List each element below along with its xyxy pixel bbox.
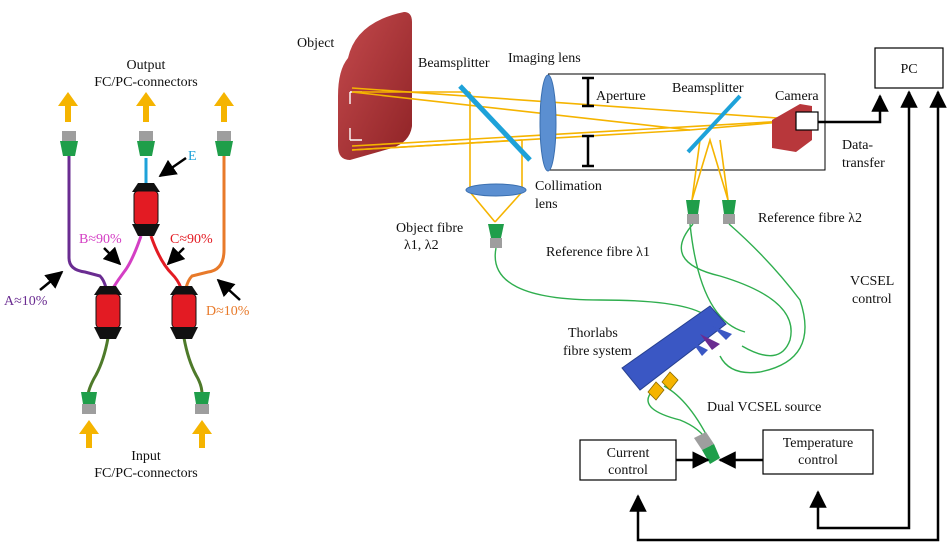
output-arrow-right bbox=[214, 92, 234, 122]
object-surface bbox=[338, 12, 412, 160]
input-subtitle: FC/PC-connectors bbox=[94, 466, 197, 481]
coupler-right bbox=[170, 286, 198, 339]
aperture bbox=[582, 76, 594, 168]
reference-fibre-1-label: Reference fibre λ1 bbox=[546, 245, 650, 260]
camera-label: Camera bbox=[775, 89, 819, 104]
output-title: Output bbox=[127, 58, 166, 73]
thorlabs-label-2: fibre system bbox=[563, 344, 632, 359]
object-fibre-label-2: λ1, λ2 bbox=[404, 238, 439, 253]
current-control-box bbox=[579, 439, 677, 481]
pc-box bbox=[874, 47, 944, 89]
output-connector-middle bbox=[137, 131, 155, 156]
beamsplitter-left-label: Beamsplitter bbox=[418, 56, 490, 71]
thorlabs-fibre-system bbox=[621, 305, 727, 391]
imaging-lens-label: Imaging lens bbox=[508, 51, 581, 66]
arrow-d bbox=[216, 278, 241, 301]
beamsplitter-right-label: Beamsplitter bbox=[672, 81, 744, 96]
vcsel-control-label-2: control bbox=[852, 292, 892, 307]
input-fibre-left bbox=[86, 337, 110, 395]
output-subtitle: FC/PC-connectors bbox=[94, 75, 197, 90]
output-connector-right bbox=[215, 131, 233, 156]
input-arrow-right bbox=[192, 420, 212, 448]
coupler-left bbox=[94, 286, 122, 339]
data-transfer-label-1: Data- bbox=[842, 138, 873, 153]
data-transfer-label-2: transfer bbox=[842, 156, 885, 171]
fibre-a-purple bbox=[67, 156, 108, 289]
label-a: A≈10% bbox=[4, 294, 48, 309]
arrow-c bbox=[166, 246, 186, 266]
input-arrow-left bbox=[79, 420, 99, 448]
output-connector-left bbox=[60, 131, 78, 156]
dual-vcsel-label: Dual VCSEL source bbox=[707, 400, 821, 415]
beam-rays bbox=[351, 87, 806, 223]
pc-label: PC bbox=[900, 62, 917, 77]
temperature-control-label-2: control bbox=[798, 453, 838, 468]
input-connector-left bbox=[81, 392, 97, 414]
camera-box bbox=[795, 111, 819, 131]
input-connector-right bbox=[194, 392, 210, 414]
collimation-label-1: Collimation bbox=[535, 179, 602, 194]
reference-fibre-2-label: Reference fibre λ2 bbox=[758, 211, 862, 226]
temperature-control-label-1: Temperature bbox=[783, 436, 854, 451]
fibre-c-red bbox=[149, 235, 183, 289]
collimation-lens bbox=[465, 183, 527, 197]
current-control-label-2: control bbox=[608, 463, 648, 478]
object-fibre-connector bbox=[488, 224, 504, 248]
optical-setup-panel: Object Beamsplitter Beamsplitter Imaging… bbox=[297, 12, 947, 542]
input-title: Input bbox=[131, 449, 161, 464]
yellow-fibre-ports bbox=[647, 371, 679, 401]
coupler-top bbox=[132, 183, 160, 236]
beamsplitter-left bbox=[458, 84, 532, 162]
reference-fibre-2-connector bbox=[722, 200, 736, 224]
data-transfer-line bbox=[818, 94, 889, 124]
output-arrow-left bbox=[58, 92, 78, 122]
imaging-lens bbox=[539, 74, 557, 172]
fibre-coupler-panel: Output FC/PC-connectors bbox=[4, 58, 250, 481]
temperature-control-box bbox=[762, 429, 874, 475]
label-c: C≈90% bbox=[170, 232, 213, 247]
object-label: Object bbox=[297, 36, 334, 51]
arrow-e bbox=[158, 156, 187, 178]
object-fibre-label-1: Object fibre bbox=[396, 221, 463, 236]
label-b: B≈90% bbox=[79, 232, 122, 247]
current-control-line bbox=[629, 90, 947, 542]
fibre-d-orange bbox=[184, 156, 226, 289]
output-arrow-middle bbox=[136, 92, 156, 122]
fibre-b-magenta bbox=[111, 235, 143, 289]
label-e: E bbox=[188, 149, 197, 164]
label-d: D≈10% bbox=[206, 304, 250, 319]
thorlabs-label-1: Thorlabs bbox=[568, 326, 618, 341]
reference-fibre-1-connector bbox=[686, 200, 700, 224]
dual-vcsel-source bbox=[694, 432, 720, 464]
aperture-label: Aperture bbox=[596, 89, 646, 104]
thorlabs-port-arrows bbox=[692, 326, 732, 356]
collimation-label-2: lens bbox=[535, 197, 558, 212]
arrow-a bbox=[39, 270, 64, 291]
arrow-b bbox=[102, 246, 122, 266]
input-fibre-right bbox=[182, 337, 204, 395]
current-control-label-1: Current bbox=[607, 446, 650, 461]
vcsel-control-label-1: VCSEL bbox=[850, 274, 894, 289]
